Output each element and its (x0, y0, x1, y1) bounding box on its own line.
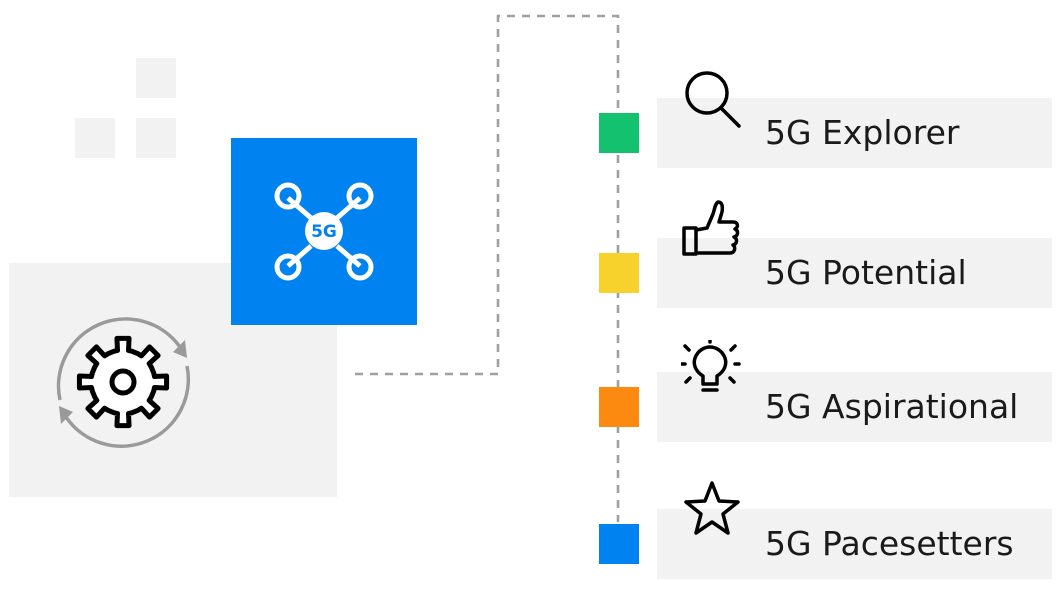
tier-marker-aspirational (599, 387, 639, 427)
star-icon (684, 481, 740, 535)
magnifier-icon (685, 71, 741, 128)
decor-square-left (75, 118, 115, 158)
decor-square-top (136, 58, 176, 98)
tier-label-aspirational: 5G Aspirational (765, 387, 1019, 426)
tier-bar-aspirational (657, 372, 1052, 442)
tier-marker-potential (599, 253, 639, 293)
network-5g-label: 5G (311, 222, 337, 242)
decor-square-right (136, 118, 176, 158)
lightbulb-icon (681, 340, 741, 392)
gear-rotate-icon (56, 317, 191, 448)
network-nodes-icon: 5G (274, 182, 374, 281)
tier-marker-explorer (599, 113, 639, 153)
tier-bar-potential (657, 238, 1052, 308)
network-5g-box: 5G (231, 138, 417, 325)
tier-label-potential: 5G Potential (765, 253, 967, 292)
thumbs-up-icon (682, 200, 740, 256)
tier-marker-pacesetters (599, 524, 639, 564)
tier-bar-pacesetters (657, 509, 1052, 579)
tier-label-explorer: 5G Explorer (765, 113, 960, 152)
tier-label-pacesetters: 5G Pacesetters (765, 524, 1014, 563)
